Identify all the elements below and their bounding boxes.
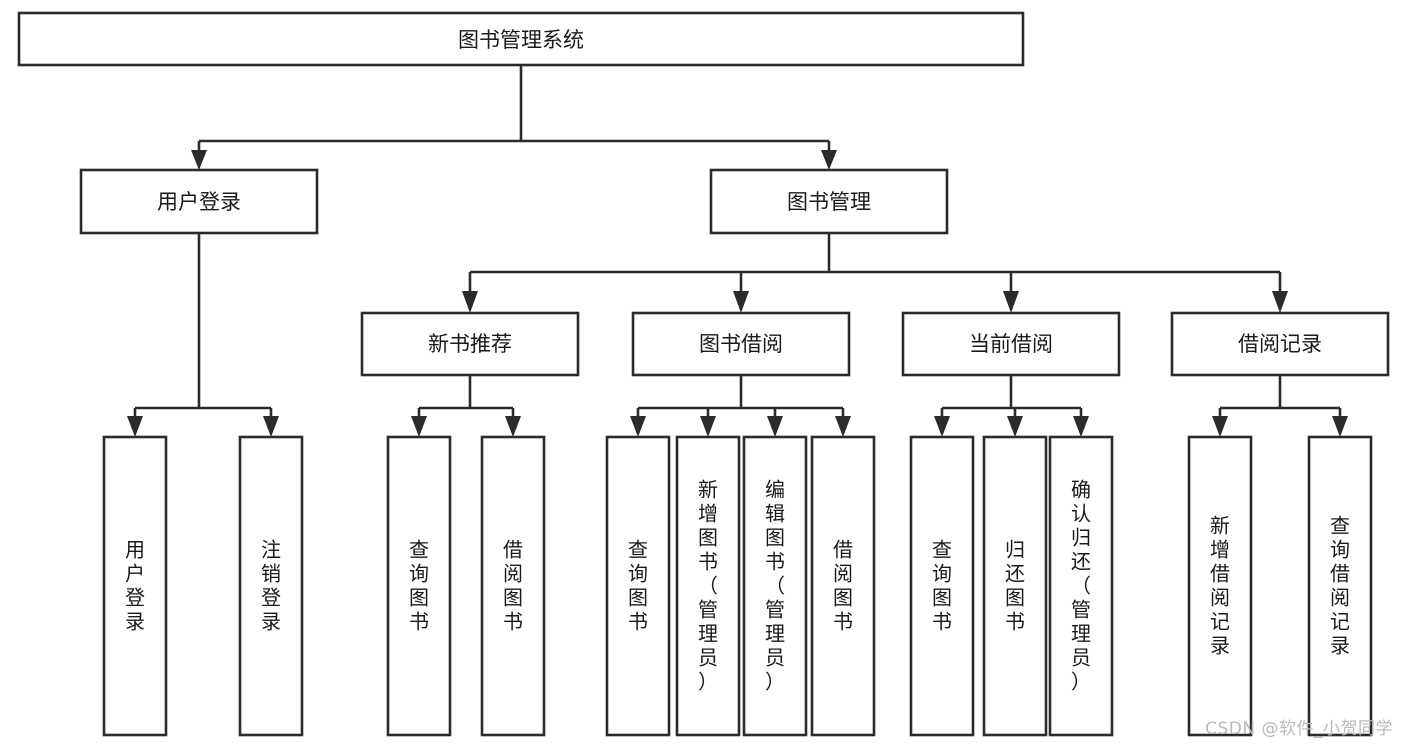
node-borrow-record-box[interactable]: [1170, 311, 1390, 377]
leaf-node-edit-book-admin-label: 编辑图书（管理员）: [765, 478, 785, 694]
node-book-management[interactable]: 图书管理: [709, 168, 949, 235]
node-book-borrow-box[interactable]: [631, 311, 851, 377]
leaf-node-add-book-admin[interactable]: 新增图书（管理员）: [675, 435, 741, 737]
leaf-node-query-book-recommend-box[interactable]: [386, 435, 452, 737]
leaf-node-query-borrow-record[interactable]: 查询借阅记录: [1307, 435, 1373, 737]
arrow-borrow-to-query-book: [630, 416, 646, 437]
leaf-node-user-login-box[interactable]: [102, 435, 168, 737]
node-user-login-label: 用户登录: [157, 190, 241, 214]
leaf-node-borrow-book-box[interactable]: [810, 435, 876, 737]
node-book-borrow[interactable]: 图书借阅: [631, 311, 851, 377]
node-borrow-record-label: 借阅记录: [1238, 332, 1322, 356]
leaf-node-borrow-book-recommend-label: 借阅图书: [503, 538, 523, 634]
leaf-node-user-login[interactable]: 用户登录: [102, 435, 168, 737]
arrow-root-to-user-login: [191, 150, 207, 170]
connector-layer: [127, 65, 1348, 437]
node-current-borrow[interactable]: 当前借阅: [901, 311, 1121, 377]
leaf-node-confirm-return-admin-box[interactable]: [1048, 435, 1114, 737]
leaf-node-query-book-current[interactable]: 查询图书: [909, 435, 975, 737]
leaf-node-query-book-borrow[interactable]: 查询图书: [605, 435, 671, 737]
node-book-borrow-label: 图书借阅: [699, 332, 783, 356]
leaf-node-add-borrow-record[interactable]: 新增借阅记录: [1187, 435, 1253, 737]
arrow-root-to-book-manage: [821, 150, 837, 170]
leaf-node-add-borrow-record-label: 新增借阅记录: [1210, 514, 1230, 658]
node-book-management-box[interactable]: [709, 168, 949, 235]
leaf-node-return-book-box[interactable]: [982, 435, 1048, 737]
arrow-to-book-borrow: [733, 291, 749, 313]
leaf-node-borrow-book-label: 借阅图书: [833, 538, 853, 634]
leaf-node-logout-box[interactable]: [238, 435, 304, 737]
arrow-record-to-add-record: [1212, 416, 1228, 437]
node-user-login-box[interactable]: [79, 168, 319, 235]
arrow-record-to-query-record: [1332, 416, 1348, 437]
leaf-node-query-borrow-record-box[interactable]: [1307, 435, 1373, 737]
leaf-node-query-book-borrow-label: 查询图书: [628, 538, 648, 634]
node-root[interactable]: 图书管理系统: [17, 11, 1025, 67]
node-current-borrow-box[interactable]: [901, 311, 1121, 377]
node-current-borrow-label: 当前借阅: [969, 332, 1053, 356]
arrow-to-new-book-recommend: [462, 291, 478, 313]
arrow-borrow-to-borrow-book: [835, 416, 851, 437]
leaf-node-query-book-current-box[interactable]: [909, 435, 975, 737]
node-root-box[interactable]: [17, 11, 1025, 67]
arrow-to-leaf-user-login: [127, 416, 143, 437]
leaf-node-query-book-current-label: 查询图书: [932, 538, 952, 634]
node-new-book-recommend-label: 新书推荐: [428, 332, 512, 356]
leaf-node-query-book-recommend-label: 查询图书: [409, 538, 429, 634]
leaf-node-confirm-return-admin[interactable]: 确认归还（管理员）: [1048, 435, 1114, 737]
leaf-node-return-book[interactable]: 归还图书: [982, 435, 1048, 737]
node-new-book-recommend[interactable]: 新书推荐: [360, 311, 580, 377]
leaf-node-borrow-book-recommend-box[interactable]: [480, 435, 546, 737]
arrow-borrow-to-add-book: [700, 416, 716, 437]
leaf-node-add-book-admin-box[interactable]: [675, 435, 741, 737]
node-borrow-record[interactable]: 借阅记录: [1170, 311, 1390, 377]
arrow-current-to-query-book: [934, 416, 950, 437]
arrow-current-to-confirm-return: [1073, 416, 1089, 437]
node-new-book-recommend-box[interactable]: [360, 311, 580, 377]
node-root-label: 图书管理系统: [458, 28, 584, 52]
leaf-node-add-borrow-record-box[interactable]: [1187, 435, 1253, 737]
leaf-node-borrow-book[interactable]: 借阅图书: [810, 435, 876, 737]
leaf-node-query-borrow-record-label: 查询借阅记录: [1330, 514, 1350, 658]
leaf-node-borrow-book-recommend[interactable]: 借阅图书: [480, 435, 546, 737]
leaf-node-return-book-label: 归还图书: [1005, 538, 1025, 634]
arrow-borrow-to-edit-book: [767, 416, 783, 437]
leaf-node-edit-book-admin[interactable]: 编辑图书（管理员）: [742, 435, 808, 737]
arrow-current-to-return-book: [1007, 416, 1023, 437]
leaf-node-query-book-borrow-box[interactable]: [605, 435, 671, 737]
leaf-node-confirm-return-admin-label: 确认归还（管理员）: [1071, 478, 1091, 694]
node-book-management-label: 图书管理: [787, 190, 871, 214]
leaf-node-logout-label: 注销登录: [261, 538, 281, 634]
leaf-node-logout[interactable]: 注销登录: [238, 435, 304, 737]
leaf-node-user-login-label: 用户登录: [125, 538, 145, 634]
arrow-to-borrow-record: [1272, 291, 1288, 313]
arrow-to-current-borrow: [1003, 291, 1019, 313]
arrow-to-leaf-logout: [263, 416, 279, 437]
node-user-login[interactable]: 用户登录: [79, 168, 319, 235]
leaf-node-add-book-admin-label: 新增图书（管理员）: [698, 478, 718, 694]
arrow-newbook-to-borrow: [505, 416, 521, 437]
leaf-node-query-book-recommend[interactable]: 查询图书: [386, 435, 452, 737]
arrow-newbook-to-query: [411, 416, 427, 437]
leaf-node-edit-book-admin-box[interactable]: [742, 435, 808, 737]
